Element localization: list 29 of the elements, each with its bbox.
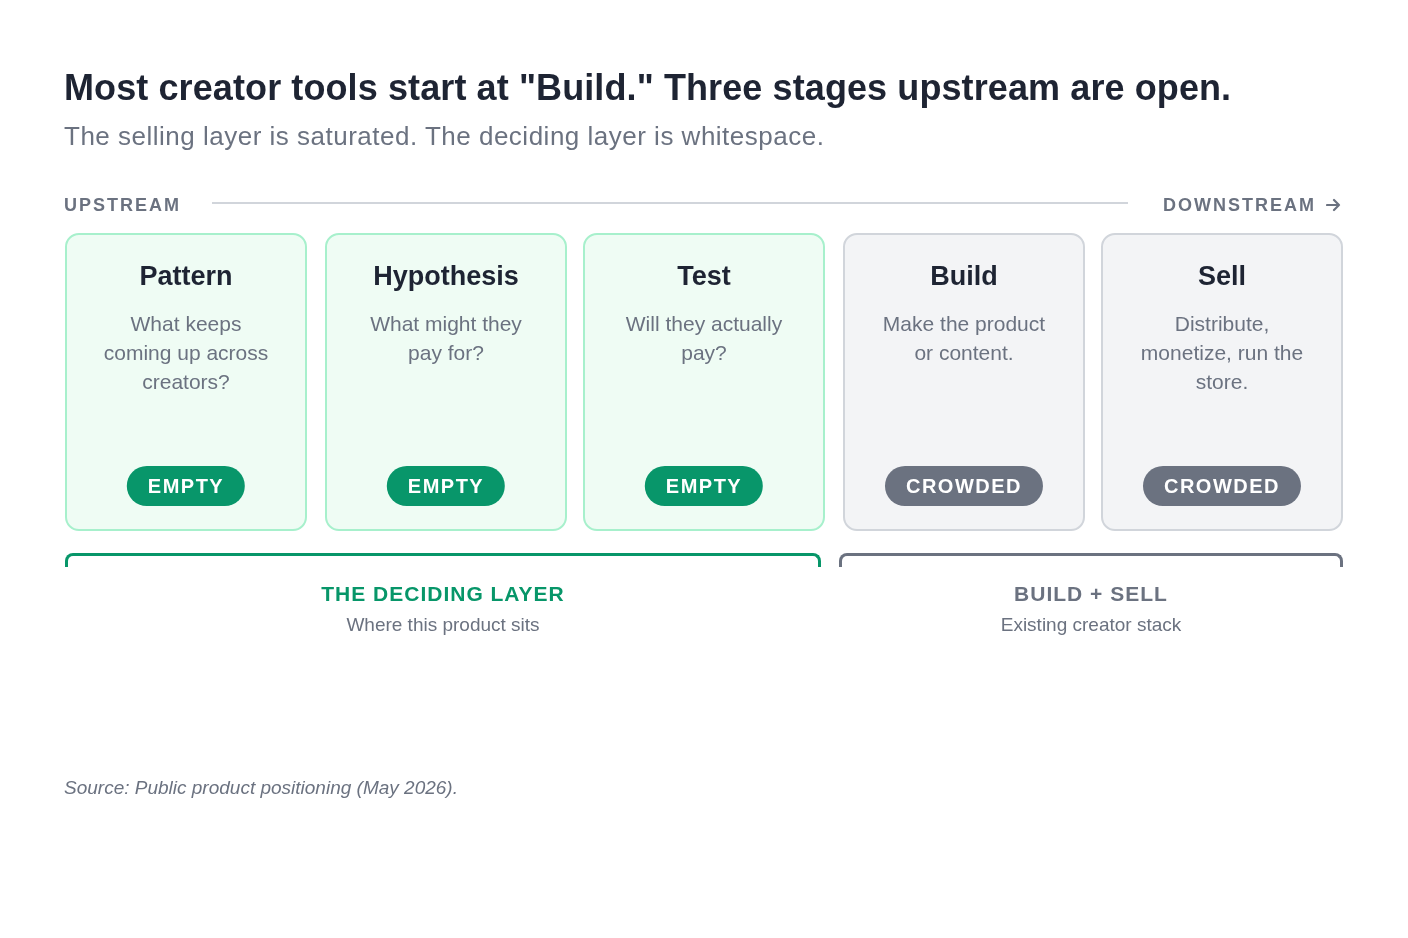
stage-description: Make the product or content. xyxy=(881,311,1047,366)
source-note: Source: Public product positioning (May 2026). xyxy=(64,777,458,799)
layer-subtitle: Existing creator stack xyxy=(999,614,1183,636)
status-badge: CROWDED xyxy=(885,466,1043,506)
stage-card xyxy=(1101,233,1343,531)
stage-card xyxy=(843,233,1085,531)
stage-title: Pattern xyxy=(138,260,234,292)
status-badge: EMPTY xyxy=(644,466,764,506)
stage-title: Sell xyxy=(1197,260,1247,292)
stage-card xyxy=(583,233,825,531)
stage-title: Hypothesis xyxy=(372,260,520,292)
stage-title: Build xyxy=(929,260,999,292)
direction-label: DOWNSTREAM xyxy=(1163,194,1316,216)
status-badge: EMPTY xyxy=(386,466,506,506)
diagram-title: Most creator tools start at "Build." Three stages upstream are open. xyxy=(64,67,1232,109)
layer-title: BUILD + SELL xyxy=(1013,582,1169,606)
layer-subtitle: Where this product sits xyxy=(345,614,541,636)
layer-title: THE DECIDING LAYER xyxy=(320,582,566,606)
stage-card xyxy=(65,233,307,531)
stage-description: Will they actually pay? xyxy=(624,311,784,366)
subtitle: The selling layer is saturated. The deciding layer is whitespace. xyxy=(64,121,825,152)
stage-description: What keeps coming up across creators? xyxy=(102,311,270,395)
stage-description: What might they pay for? xyxy=(369,311,523,366)
status-badge: EMPTY xyxy=(126,466,246,506)
stage-description: Distribute, monetize, run the store. xyxy=(1139,311,1305,395)
stage-card xyxy=(325,233,567,531)
direction-label: UPSTREAM xyxy=(64,194,181,216)
stage-title: Test xyxy=(676,260,732,292)
status-badge: CROWDED xyxy=(1143,466,1301,506)
